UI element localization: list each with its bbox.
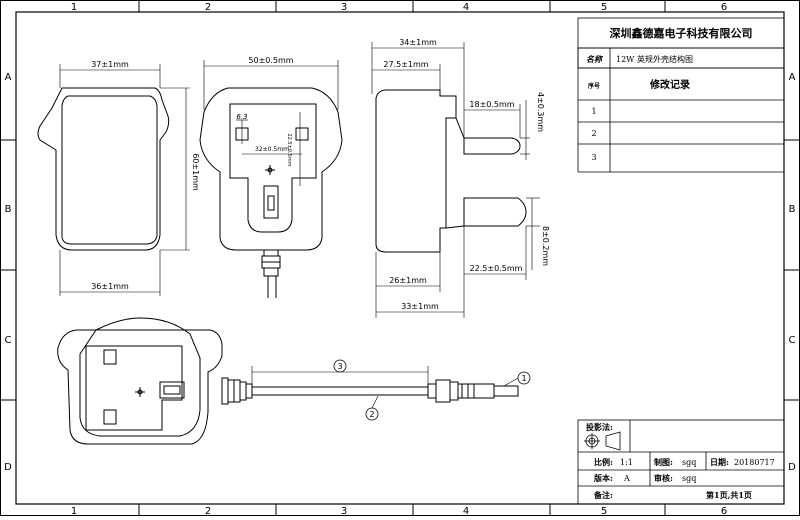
revision-row-3: 3 [591,153,596,162]
callout-cable-length-icon: 3 [333,359,347,373]
front-view-dimension-lines [59,64,190,296]
reviewed-value: sgq [682,474,696,483]
date-label: 日期: [710,457,729,467]
projection-label: 投影法: [586,422,613,432]
zone-col-1-bottom: 1 [71,506,77,516]
zone-col-6: 6 [721,2,727,13]
zone-col-5-bottom: 5 [601,506,607,516]
name-label: 名称 [586,54,604,64]
zone-col-2-bottom: 2 [205,506,211,516]
drawn-value: sgq [682,458,696,467]
side-view-dimension-lines [371,42,540,318]
revision-row-1: 1 [591,107,596,116]
dim-pin-offset: 6.3 [236,113,247,121]
notes-label: 备注: [593,490,613,500]
page-count: 第1页,共1页 [706,490,752,500]
zone-col-6-bottom: 6 [721,506,727,516]
front-view-outline [37,87,170,251]
dim-earth-pin-height: 22.5±0.5mm [470,264,523,273]
dim-pin-spacing: 32±0.5mm [255,146,289,153]
projection-symbol-icon [584,431,621,451]
version-label: 版本: [593,473,613,483]
dim-side-body: 27.5±1mm [383,60,428,69]
zone-row-a: A [5,72,12,83]
seq-label: 序号 [587,82,600,90]
dim-pin-length: 18±0.5mm [469,100,514,109]
dim-back-width: 50±0.5mm [248,56,293,65]
zone-col-3: 3 [341,2,347,13]
back-view-outline [199,87,343,298]
zone-row-b-right: B [789,204,796,215]
title-block-top [577,17,785,173]
reviewed-label: 审核: [654,473,673,483]
zone-row-c-right: C [789,335,796,346]
zone-row-d: D [4,462,12,473]
zone-row-d-right: D [788,462,796,473]
side-view-outline [375,89,527,253]
zone-column-labels: 1 2 3 4 5 6 1 2 3 4 5 6 [71,2,727,517]
dim-side-depth: 33±1mm [401,302,439,311]
dim-pin-thickness: 4±0.3mm [536,92,545,132]
revision-record-label: 修改记录 [649,78,690,91]
zone-col-1: 1 [71,2,77,13]
zone-row-a-right: A [789,72,796,83]
scale-value: 1:1 [620,458,633,467]
dim-pin-vertical: 22.5±0.5mm [286,133,292,166]
callout-cable-length-label: 3 [337,362,342,371]
zone-row-b: B [5,204,12,215]
revision-row-2: 2 [591,129,596,138]
callout-dc-plug-icon: 1 [517,371,531,385]
zone-row-labels: A B C D A B C D [4,72,796,473]
back-view-dimension-lines [203,60,339,186]
drawing-name: 12W 英规外壳结构图 [616,54,693,64]
zone-col-5: 5 [601,2,607,13]
dim-side-total: 34±1mm [399,38,437,47]
dim-side-bottom: 26±1mm [389,276,427,285]
dim-front-bottom-width: 36±1mm [91,282,129,291]
dim-front-height: 60±1mm [191,153,200,191]
zone-row-c: C [5,335,12,346]
dim-earth-pin-thickness: 8±0.2mm [541,226,550,266]
zone-col-2: 2 [205,2,211,13]
callout-dc-plug-label: 1 [521,374,526,383]
date-value: 20180717 [734,458,775,467]
zone-col-4: 4 [463,2,469,13]
callout-cable-label: 2 [369,410,374,419]
zone-col-3-bottom: 3 [341,506,347,516]
scale-label: 比例: [594,457,613,467]
drawn-label: 制图: [654,457,673,467]
callout-cable-icon: 2 [365,407,379,421]
title-block-bottom [577,419,785,505]
version-value: A [623,474,630,483]
company-name: 深圳鑫德嘉电子科技有限公司 [610,26,753,40]
zone-col-4-bottom: 4 [463,506,469,516]
dim-front-top-width: 37±1mm [91,60,129,69]
assembly-view-outline [57,317,519,445]
